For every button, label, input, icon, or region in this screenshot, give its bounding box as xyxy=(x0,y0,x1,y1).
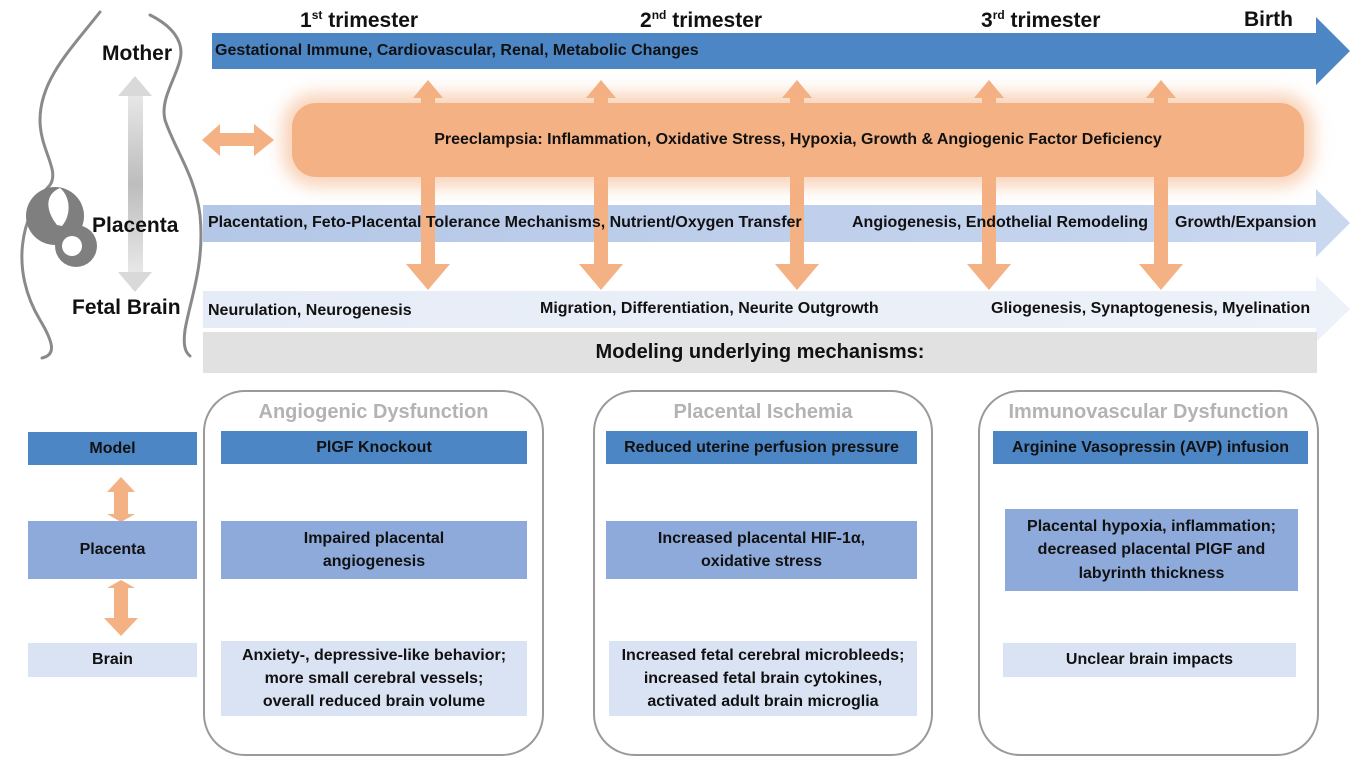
preeclampsia-text: Preeclampsia: Inflammation, Oxidative St… xyxy=(434,131,1162,148)
panel2-brain-line: increased fetal brain cytokines, xyxy=(643,669,883,687)
panel1-placenta-box: Impaired placental angiogenesis xyxy=(221,521,527,579)
preeclampsia-link-arrow-icon xyxy=(202,124,274,156)
placenta-row-text-3: Growth/Expansion xyxy=(1175,214,1317,231)
panel2-placenta-box: Increased placental HIF-1α, oxidative st… xyxy=(606,521,917,579)
panel3-placenta-box: Placental hypoxia, inflammation; decreas… xyxy=(1005,509,1298,591)
panel3-model-text: Arginine Vasopressin (AVP) infusion xyxy=(1011,438,1290,456)
panel2-model-box: Reduced uterine perfusion pressure xyxy=(606,431,917,464)
trimester-1-label: 1st trimester xyxy=(300,8,419,32)
panel1-brain-line: Anxiety-, depressive-like behavior; xyxy=(241,646,507,664)
placenta-row-text-2: Angiogenesis, Endothelial Remodeling xyxy=(852,214,1149,231)
panel3-brain-text: Unclear brain impacts xyxy=(1065,651,1234,669)
panel3-placenta-line: labyrinth thickness xyxy=(1078,564,1225,582)
panel1-model-text: PlGF Knockout xyxy=(316,438,432,456)
panel2-brain-line: Increased fetal cerebral microbleeds; xyxy=(621,646,905,664)
placenta-label: Placenta xyxy=(92,214,179,237)
modeling-header-bar: Modeling underlying mechanisms: xyxy=(203,332,1317,373)
mother-row-text: Gestational Immune, Cardiovascular, Rena… xyxy=(215,42,699,59)
panel3-brain-box: Unclear brain impacts xyxy=(1003,643,1296,677)
panel1-placenta-line: Impaired placental xyxy=(303,529,445,547)
legend-brain-text: Brain xyxy=(92,651,133,669)
panel2-placenta-line: Increased placental HIF-1α, xyxy=(657,529,866,547)
placenta-row-text-1: Placentation, Feto-Placental Tolerance M… xyxy=(208,214,802,231)
legend-placenta-box: Placenta xyxy=(28,521,197,579)
modeling-header-text: Modeling underlying mechanisms: xyxy=(595,341,925,363)
fetal-brain-label: Fetal Brain xyxy=(72,296,181,319)
panel1-model-box: PlGF Knockout xyxy=(221,431,527,464)
trimester-3-label: 3rd trimester xyxy=(981,8,1101,32)
panel1-brain-box: Anxiety-, depressive-like behavior; more… xyxy=(221,641,527,716)
panel-title: Angiogenic Dysfunction xyxy=(258,401,489,423)
panel2-model-text: Reduced uterine perfusion pressure xyxy=(624,438,899,456)
fetus-icon xyxy=(26,187,97,267)
brain-row-text-2: Migration, Differentiation, Neurite Outg… xyxy=(540,300,879,317)
panel1-brain-line: overall reduced brain volume xyxy=(262,693,486,711)
birth-label: Birth xyxy=(1244,8,1293,31)
panel2-placenta-line: oxidative stress xyxy=(701,553,822,570)
panel2-brain-line: activated adult brain microglia xyxy=(647,693,879,711)
legend-model-box: Model xyxy=(28,432,197,465)
panel3-placenta-line: decreased placental PlGF and xyxy=(1037,541,1266,559)
panel2-brain-box: Increased fetal cerebral microbleeds; in… xyxy=(609,641,917,716)
legend-arrow-top xyxy=(107,477,135,522)
panel-title: Placental Ischemia xyxy=(673,401,853,423)
brain-row-text-3: Gliogenesis, Synaptogenesis, Myelination xyxy=(991,300,1311,317)
mother-fetus-arrow-icon xyxy=(118,76,152,292)
preeclampsia-box: Preeclampsia: Inflammation, Oxidative St… xyxy=(292,103,1304,177)
panel1-brain-line: more small cerebral vessels; xyxy=(264,669,484,687)
panel3-model-box: Arginine Vasopressin (AVP) infusion xyxy=(993,431,1308,464)
legend-model-text: Model xyxy=(89,439,136,457)
mother-label: Mother xyxy=(102,42,172,65)
brain-row-text-1: Neurulation, Neurogenesis xyxy=(208,302,412,319)
legend-brain-box: Brain xyxy=(28,643,197,677)
trimester-2-label: 2nd trimester xyxy=(640,8,763,32)
legend-placenta-text: Placenta xyxy=(79,541,146,559)
panel3-placenta-line: Placental hypoxia, inflammation; xyxy=(1027,518,1276,536)
legend-arrow-bottom xyxy=(104,580,138,636)
panel-title: Immunovascular Dysfunction xyxy=(1008,401,1289,423)
panel1-placenta-line: angiogenesis xyxy=(322,553,426,570)
